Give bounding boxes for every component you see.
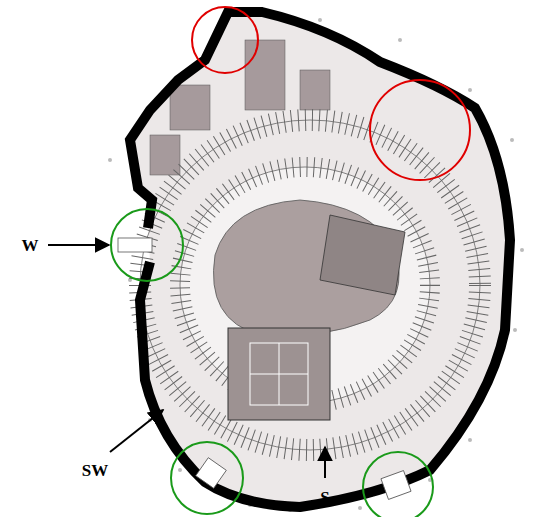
tennis-court — [228, 328, 330, 420]
direction-label: S — [320, 489, 329, 506]
parking-rings — [140, 120, 480, 450]
direction-arrows — [48, 245, 325, 478]
right-building — [320, 215, 405, 295]
problem-circles — [192, 7, 470, 180]
direction-label: SW — [82, 462, 108, 479]
outer-wall — [130, 12, 510, 507]
floor-area — [130, 12, 510, 507]
entrance-circles — [111, 209, 433, 517]
south-arrow — [324, 447, 326, 478]
top-blocks — [150, 40, 330, 175]
southwest-arrow — [110, 410, 163, 452]
direction-label: W — [22, 237, 39, 254]
west-arrow — [48, 244, 109, 246]
